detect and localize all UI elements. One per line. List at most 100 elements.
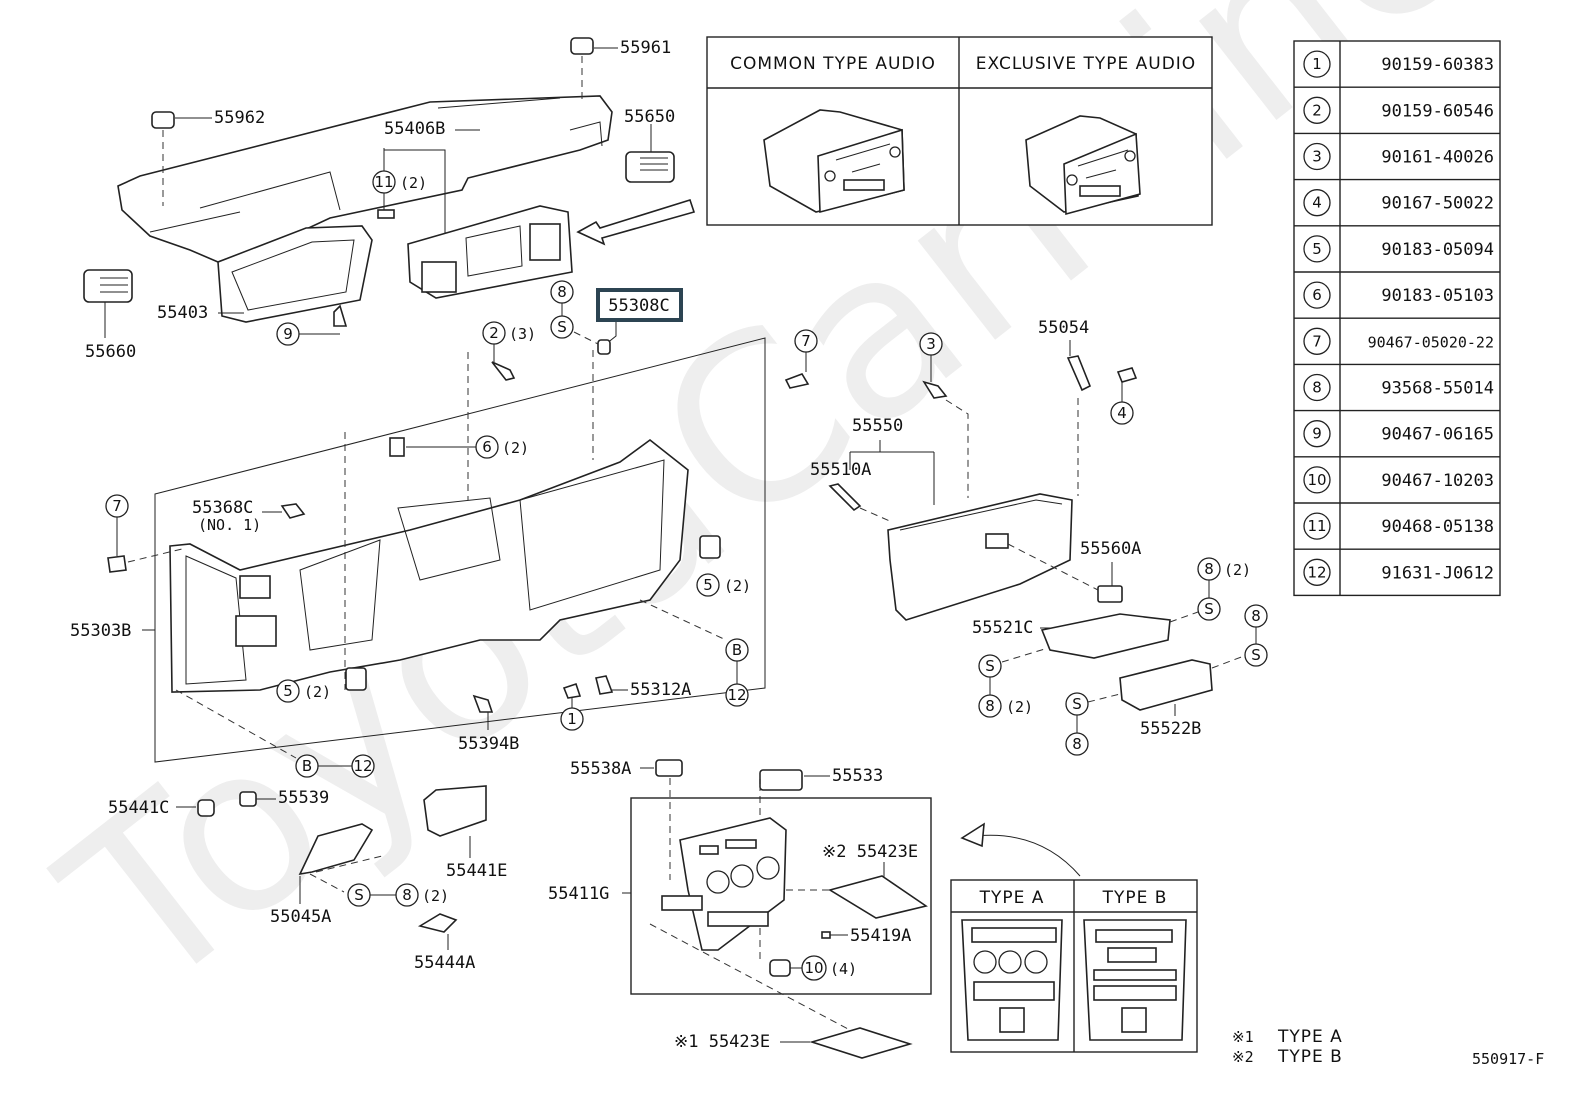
svg-text:9: 9 [283,325,293,343]
part-55411G[interactable] [661,817,787,951]
part-55444A[interactable]: 55444A [414,913,475,973]
callout-9[interactable]: 9 [276,304,348,346]
label-55660: 55660 [85,342,136,362]
part-55522B[interactable]: 55522B [1087,655,1245,739]
part-number: 90159-60546 [1381,101,1494,121]
label-55444A: 55444A [414,953,475,973]
part-55308C[interactable]: 55308C [596,288,683,355]
part-55510A[interactable]: 55510A [810,460,893,523]
part-number: 90167-50022 [1381,194,1494,214]
part-55650[interactable]: 55650 [624,107,675,183]
note-2-mark: ※2 [1232,1048,1254,1066]
label-55560A: 55560A [1080,539,1141,559]
part-55303B[interactable]: 55303B [70,438,689,693]
callout-8-S-top[interactable]: 8 S [550,280,599,345]
part-55550[interactable]: 55550 [849,416,1073,621]
label-55045A: 55045A [270,907,331,927]
callout-6[interactable]: 6 (2) [344,350,594,690]
callout-S-8-gb3[interactable]: S 8 (2) [978,654,1033,718]
part-55054[interactable]: 55054 [1038,318,1092,496]
callout-8-S-gb2[interactable]: 8 S [1244,604,1268,667]
note-1-text: TYPE A [1277,1027,1343,1047]
part-55521C[interactable]: 55521C [972,611,1199,663]
callout-11[interactable]: 11 (2) [372,170,427,219]
part-55423E-type-b[interactable]: ※2 55423E [786,842,928,919]
ref-circle [1303,235,1331,263]
type-b-panel-image[interactable] [1083,919,1187,1041]
ref-circle [1303,142,1331,171]
label-55368C: 55368C [192,498,253,518]
svg-text:4: 4 [1117,404,1127,422]
common-audio-unit-image[interactable] [763,109,905,214]
heater-panel-box: 55411G [548,797,932,995]
part-55419A[interactable]: 55419A [821,926,911,946]
svg-text:S: S [557,318,567,336]
label-55510A: 55510A [810,460,871,480]
part-number: 90159-60383 [1381,55,1494,75]
part-55660[interactable]: 55660 [83,269,136,362]
diagram-code: 550917-F [1472,1050,1544,1068]
part-55423E-type-a[interactable]: ※1 55423E [649,923,913,1059]
part-55368C[interactable]: 55368C (NO. 1) [192,498,306,534]
part-55538A[interactable]: 55538A [570,759,683,880]
ref-number: 9 [1312,425,1322,443]
svg-text:S: S [354,886,364,904]
callout-1[interactable]: 1 [560,682,584,731]
label-55394B: 55394B [458,734,519,754]
part-55394B[interactable]: 55394B [458,694,519,754]
callout-5-left[interactable]: 5 (2) [276,667,367,703]
part-55539[interactable]: 55539 [239,788,329,808]
audio-header-common: COMMON TYPE AUDIO [730,54,936,74]
callout-10[interactable]: 10 (4) [769,955,857,981]
part-number: 90467-05020-22 [1368,333,1494,351]
direction-arrow-icon [576,199,696,246]
part-55961[interactable]: 55961 [570,37,671,102]
callout-2[interactable]: 2 (3) [482,321,536,381]
part-55441C[interactable]: 55441C [108,798,215,818]
part-55962[interactable]: 55962 [151,108,265,206]
callout-3[interactable]: 3 [919,332,969,498]
label-55423E-2: ※2 55423E [822,842,918,862]
part-55312A[interactable]: 55312A [595,675,691,700]
svg-text:8: 8 [1251,607,1261,625]
svg-text:B: B [732,641,742,659]
part-55045A[interactable]: 55045A [270,823,383,927]
ref-circle [1303,327,1331,355]
callout-4[interactable]: 4 [1110,367,1138,425]
exclusive-audio-unit-image[interactable] [1025,115,1141,216]
callout-5-right[interactable]: 5 (2) [696,535,751,597]
svg-text:(4): (4) [830,960,857,978]
callout-B-12-left[interactable]: B 12 [175,689,375,778]
lower-panel-frame [154,337,766,763]
callout-S-8-low[interactable]: S 8 (2) [347,883,449,907]
part-55403[interactable]: 55403 [157,225,373,323]
type-a-panel-image[interactable] [961,919,1063,1041]
center-cluster-bezel[interactable] [407,205,573,299]
type-header-b: TYPE B [1102,888,1168,908]
callout-7-left[interactable]: 7 [105,494,187,573]
callout-S-8-gb4[interactable]: S 8 [1065,692,1089,756]
label-55308C-highlighted[interactable]: 55308C [608,296,669,316]
callout-B-12-right[interactable]: B 12 [639,599,749,707]
callout-7-right[interactable]: 7 [784,329,818,389]
part-55533[interactable]: 55533 [759,766,883,960]
part-55441E[interactable]: 55441E [423,785,507,881]
label-55312A: 55312A [630,680,691,700]
callout-8-S-gb1[interactable]: 8 (2) S [1197,557,1251,621]
dashboard-upper-panel[interactable] [117,95,613,263]
part-55560A[interactable]: 55560A [1007,539,1141,603]
part-number: 93568-55014 [1381,379,1494,399]
